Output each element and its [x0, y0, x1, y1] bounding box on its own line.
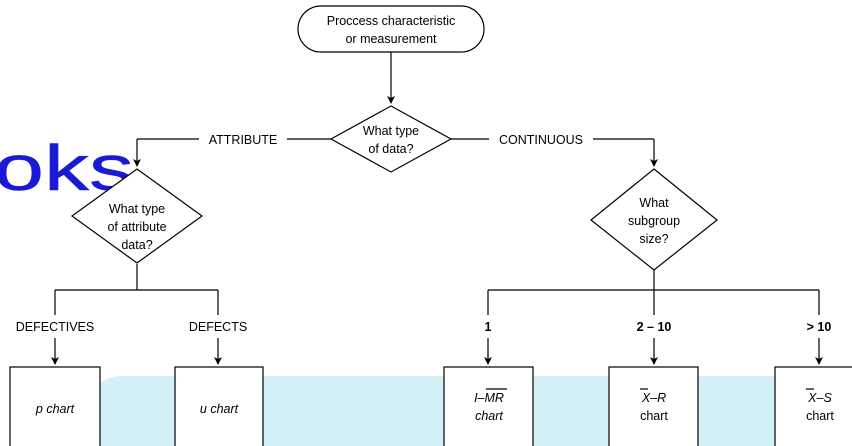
edge-label-size-1: 1 [485, 320, 492, 334]
start-node: Proccess characteristic or measurement [297, 5, 485, 53]
chart-box-u-label: u chart [200, 402, 239, 416]
decision-subgroup-size: What subgroup size? [590, 168, 718, 271]
chart-box-xs-line2: chart [806, 409, 834, 423]
decision-data-type-line1: What type [363, 124, 419, 138]
chart-box-xs-line1: X–S [807, 391, 832, 405]
edge-label-size-gt-10: > 10 [807, 320, 832, 334]
edge-label-size-2-10: 2 – 10 [637, 320, 672, 334]
decision-subgroup-size-line1: What [639, 196, 669, 210]
decision-attribute-type-line3: data? [121, 238, 152, 252]
start-node-line2: or measurement [345, 32, 437, 46]
chart-box-imr: I–MR chart [443, 366, 534, 446]
chart-box-u: u chart [174, 366, 264, 446]
decision-attribute-type-line1: What type [109, 202, 165, 216]
decision-attribute-type-line2: of attribute [107, 220, 166, 234]
edge-label-attribute: ATTRIBUTE [209, 133, 278, 147]
chart-box-xs: X–S chart [774, 366, 852, 446]
chart-box-xr: X–R chart [608, 366, 699, 446]
edge-label-defectives: DEFECTIVES [16, 320, 95, 334]
chart-box-p: p chart [9, 366, 101, 446]
edge-label-continuous: CONTINUOUS [499, 133, 583, 147]
decision-subgroup-size-line3: size? [639, 232, 668, 246]
decision-data-type: What type of data? [329, 105, 453, 173]
chart-box-xr-line1: X–R [641, 391, 666, 405]
decision-attribute-type: What type of attribute data? [70, 168, 204, 264]
edge-label-defects: DEFECTS [189, 320, 247, 334]
chart-box-imr-line2: chart [475, 409, 503, 423]
connector-lines [51, 52, 823, 365]
decision-subgroup-size-line2: subgroup [628, 214, 680, 228]
chart-box-xr-line2: chart [640, 409, 668, 423]
decision-data-type-line2: of data? [368, 142, 413, 156]
chart-box-imr-line1: I–MR [474, 391, 504, 405]
start-node-line1: Proccess characteristic [327, 14, 456, 28]
chart-box-p-label: p chart [35, 402, 75, 416]
